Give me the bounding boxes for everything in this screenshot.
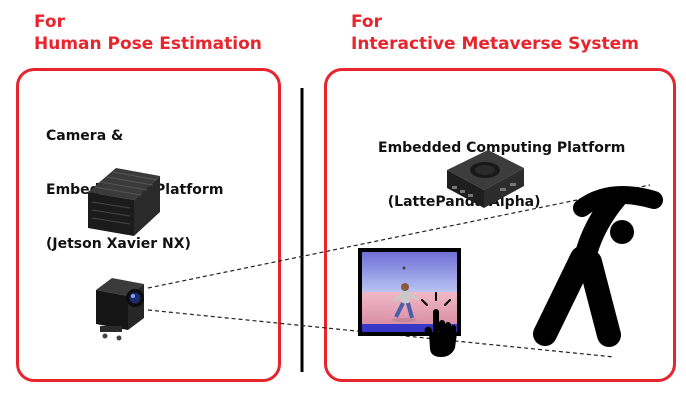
left-panel [16,68,281,382]
stretching-person-icon [533,186,663,347]
left-caption-line1: Camera & [46,128,124,144]
right-heading: For Interactive Metaverse System [351,11,639,55]
lattepanda-board-icon [447,150,524,208]
touch-hand-icon [421,292,457,357]
right-caption-line1: Embedded Computing Platform [378,140,626,156]
right-panel [324,68,676,382]
right-caption: Embedded Computing Platform (LattePanda … [378,103,625,229]
right-heading-line1: For [351,12,382,32]
camera-icon [96,278,144,341]
right-heading-line2: Interactive Metaverse System [351,34,639,54]
left-caption-line3: (Jetson Xavier NX) [46,236,191,252]
left-heading-line2: Human Pose Estimation [34,34,262,54]
left-heading-line1: For [34,12,65,32]
metaverse-screen-icon [358,248,461,336]
jetson-xavier-nx-device-icon [88,168,160,236]
left-heading: For Human Pose Estimation [34,11,262,55]
